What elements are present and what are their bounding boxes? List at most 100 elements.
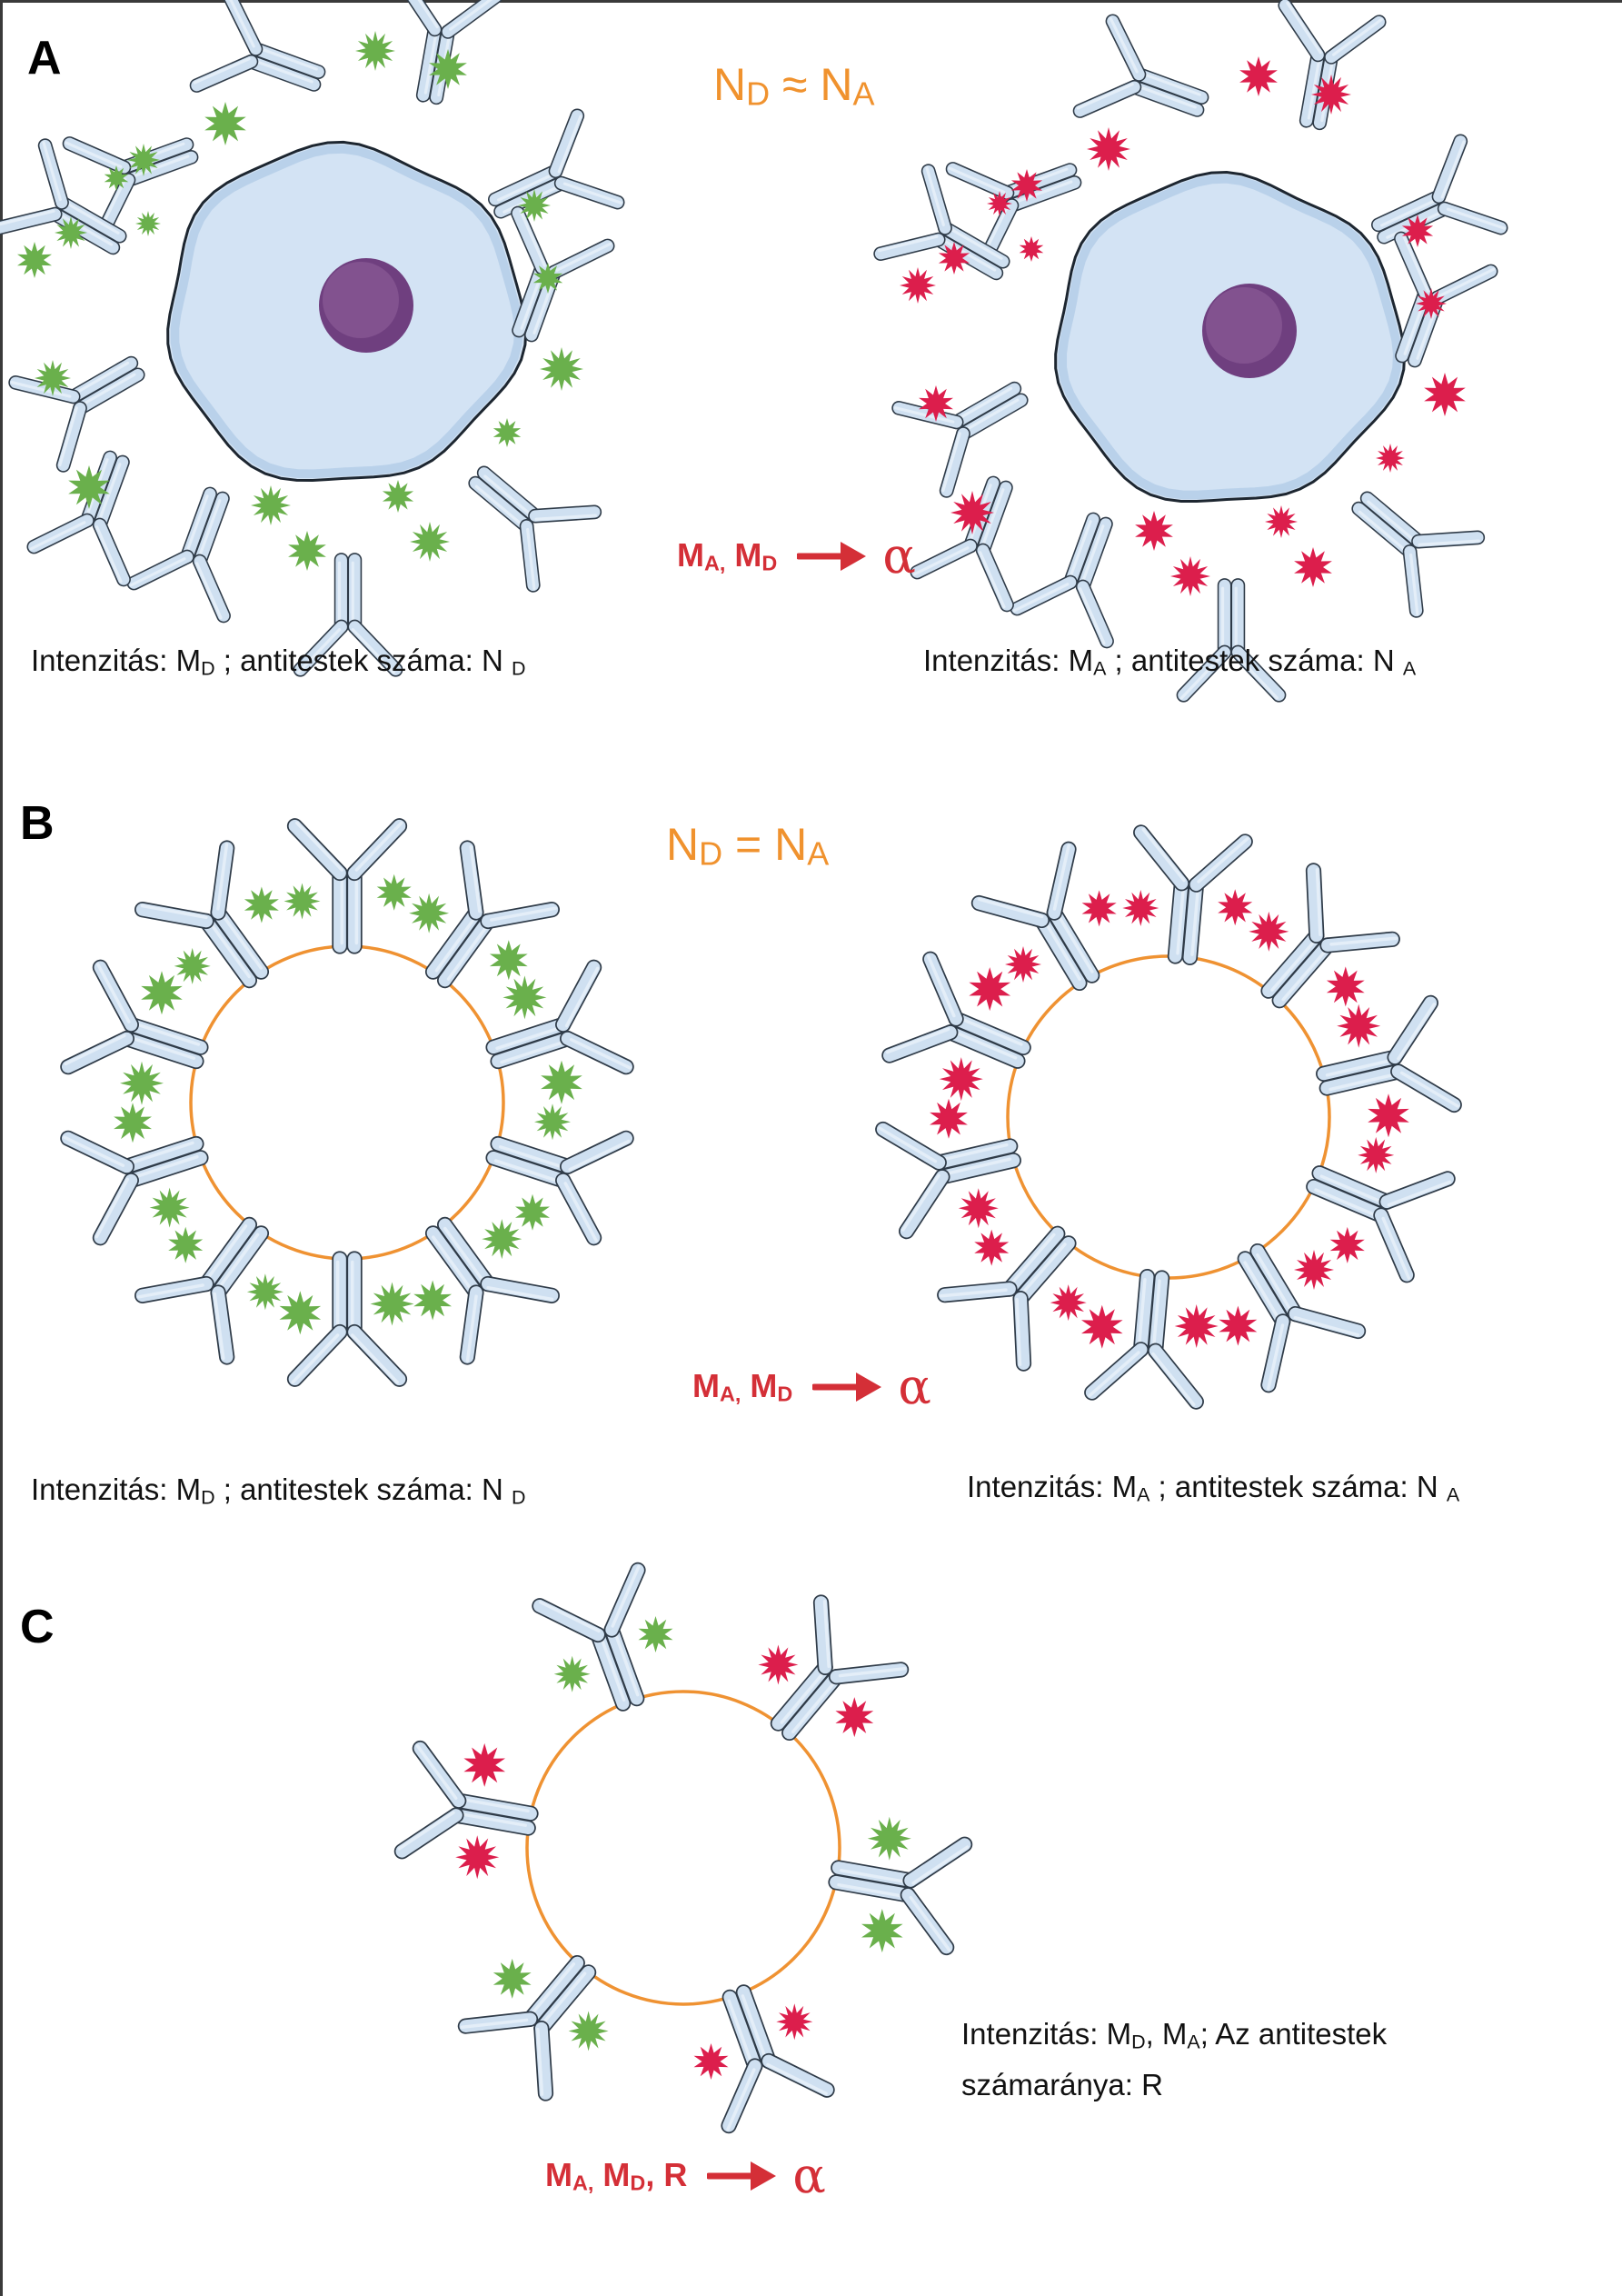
fluorophore-star-icon bbox=[382, 480, 414, 513]
caption-c: Intenzitás: MD, MA; Az antitestek számar… bbox=[961, 2017, 1388, 2102]
cell-a-left bbox=[166, 140, 528, 483]
antibody-icon bbox=[424, 1216, 560, 1365]
bead-c bbox=[525, 1690, 841, 2006]
fluorophore-star-icon bbox=[120, 1061, 164, 1105]
fluorophore-star-icon bbox=[1005, 946, 1041, 983]
fluorophore-star-icon bbox=[958, 1188, 999, 1229]
fluorophore-star-icon bbox=[409, 893, 450, 933]
fluorophore-star-icon bbox=[68, 465, 110, 509]
antibody-icon bbox=[1306, 1165, 1456, 1283]
antibody-icon bbox=[1351, 491, 1486, 618]
fluorophore-star-icon bbox=[1311, 75, 1351, 115]
fluorophore-star-icon bbox=[370, 1282, 414, 1326]
caption-b-right: Intenzitás: MA ; antitestek száma: N A bbox=[967, 1470, 1460, 1506]
fluorophore-star-icon bbox=[919, 385, 953, 422]
right-arrow-icon bbox=[707, 2161, 777, 2191]
fluorophore-star-icon bbox=[204, 102, 246, 145]
fluorophore-star-icon bbox=[568, 2011, 609, 2051]
fluorophore-star-icon bbox=[1081, 890, 1117, 927]
caption-a-left: Intenzitás: MD ; antitestek száma: N D bbox=[31, 644, 526, 680]
fluorophore-star-icon bbox=[987, 191, 1012, 216]
fluorophore-star-icon bbox=[1368, 1093, 1409, 1138]
antibody-icon bbox=[873, 164, 1010, 281]
fluorophore-star-icon bbox=[1326, 966, 1365, 1007]
fluorophore-star-icon bbox=[930, 1098, 968, 1139]
antibody-icon bbox=[286, 818, 408, 954]
fluorophore-star-icon bbox=[1294, 547, 1332, 587]
antibody-icon bbox=[910, 475, 1014, 613]
antibody-icon bbox=[393, 1740, 539, 1860]
antibody-icon bbox=[891, 381, 1029, 498]
fluorophore-star-icon bbox=[503, 975, 547, 1020]
fluorophore-star-icon bbox=[1249, 911, 1289, 952]
fluorophore-star-icon bbox=[288, 531, 326, 571]
antibody-icon bbox=[881, 951, 1031, 1069]
antibody-icon bbox=[1176, 578, 1287, 703]
antibody-icon bbox=[1133, 824, 1253, 966]
fluorophore-star-icon bbox=[493, 1958, 532, 1999]
fluorophore-star-icon bbox=[900, 267, 936, 304]
fluorophore-star-icon bbox=[861, 1909, 903, 1953]
panel-label-a: A bbox=[27, 32, 62, 85]
fluorophore-star-icon bbox=[455, 1835, 500, 1880]
antibody-icon bbox=[8, 355, 145, 473]
caption-b-left: Intenzitás: MD ; antitestek száma: N D bbox=[31, 1472, 526, 1509]
fluorophore-star-icon bbox=[246, 1273, 284, 1311]
antibody-icon bbox=[126, 486, 231, 624]
antibody-icon bbox=[60, 959, 209, 1075]
relation-b: ND = NA bbox=[666, 819, 830, 873]
formula-a: MA, MD α bbox=[677, 527, 916, 584]
antibody-icon bbox=[828, 1836, 973, 1956]
fluorophore-star-icon bbox=[553, 1655, 591, 1692]
antibody-icon bbox=[293, 553, 403, 677]
antibody-icon bbox=[1072, 14, 1209, 118]
panel-label-c: C bbox=[20, 1601, 55, 1653]
fluorophore-star-icon bbox=[1424, 373, 1466, 416]
relation-a: ND ≈ NA bbox=[713, 59, 875, 113]
fluorophore-star-icon bbox=[149, 1187, 190, 1228]
fluorophore-star-icon bbox=[410, 522, 450, 562]
fluorophore-star-icon bbox=[1019, 236, 1044, 262]
fluorophore-star-icon bbox=[355, 31, 395, 71]
antibody-icon bbox=[26, 450, 131, 587]
fluorophore-star-icon bbox=[1239, 56, 1278, 96]
fluorophore-star-icon bbox=[244, 886, 279, 923]
fluorophore-star-icon bbox=[174, 947, 211, 984]
antibody-icon bbox=[394, 0, 503, 105]
antibody-icon bbox=[970, 841, 1100, 992]
fluorophore-star-icon bbox=[867, 1816, 911, 1861]
fluorophore-star-icon bbox=[534, 1103, 571, 1141]
fluorophore-star-icon bbox=[1170, 556, 1210, 596]
antibody-icon bbox=[1237, 1243, 1367, 1393]
bead-b-left bbox=[189, 944, 505, 1261]
antibody-icon bbox=[488, 108, 625, 219]
fluorophore-star-icon bbox=[693, 2043, 729, 2080]
fluorophore-star-icon bbox=[251, 485, 291, 525]
antibody-icon bbox=[721, 1984, 835, 2134]
fluorophore-star-icon bbox=[938, 242, 970, 275]
fluorophore-star-icon bbox=[55, 216, 87, 249]
formula-b: MA, MD α bbox=[692, 1358, 931, 1415]
fluorophore-star-icon bbox=[168, 1226, 204, 1263]
fluorophore-star-icon bbox=[1081, 1304, 1123, 1349]
antibody-icon bbox=[1084, 1268, 1204, 1410]
antibody-icon bbox=[60, 1130, 209, 1246]
fluorophore-star-icon bbox=[1218, 889, 1253, 926]
fluorophore-star-icon bbox=[540, 347, 583, 391]
antibody-icon bbox=[485, 1130, 634, 1246]
antibody-icon bbox=[1278, 0, 1387, 131]
fluorophore-star-icon bbox=[969, 967, 1011, 1012]
antibody-icon bbox=[511, 205, 615, 343]
antibody-icon bbox=[485, 959, 634, 1075]
fluorophore-star-icon bbox=[974, 1229, 1010, 1266]
fluorophore-star-icon bbox=[279, 1291, 322, 1335]
fluorophore-star-icon bbox=[1376, 444, 1405, 473]
fluorophore-star-icon bbox=[1135, 511, 1173, 551]
fluorophore-star-icon bbox=[482, 1219, 522, 1260]
fluorophore-star-icon bbox=[638, 1616, 673, 1652]
fluorophore-star-icon bbox=[758, 1644, 799, 1685]
fluorophore-star-icon bbox=[776, 2003, 813, 2041]
antibody-icon bbox=[134, 1216, 270, 1365]
fluorophore-star-icon bbox=[1294, 1250, 1334, 1290]
